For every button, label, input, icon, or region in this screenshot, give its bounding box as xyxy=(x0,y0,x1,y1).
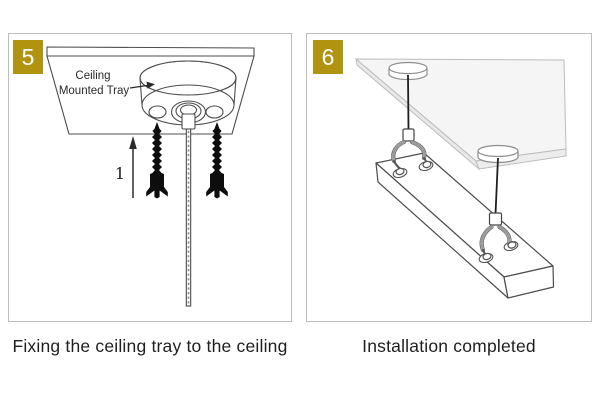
step5-illustration: 1 Ceiling Mounted Tray xyxy=(46,46,255,307)
steel-cable xyxy=(185,128,192,307)
step6-panel xyxy=(306,33,592,322)
wire-loop-right xyxy=(479,224,517,261)
ceiling-tray-illustration xyxy=(139,60,237,130)
suspension-cable-right xyxy=(494,157,499,215)
tray-disc-right xyxy=(477,144,519,164)
hook-eyelet xyxy=(395,167,405,176)
hook-eyelet xyxy=(482,252,492,261)
direction-up-arrow xyxy=(129,136,137,198)
cable-grommet xyxy=(170,100,207,130)
step6-illustration xyxy=(354,57,567,299)
step5-panel: 1 Ceiling Mounted Tray xyxy=(8,33,292,322)
screw-icon xyxy=(146,122,168,199)
tray-hole-left xyxy=(148,105,167,119)
step6-number-badge: 6 xyxy=(313,40,343,74)
beam-end-face xyxy=(503,265,555,299)
cable-grip-right xyxy=(488,212,503,226)
cable-grip-left xyxy=(402,128,415,142)
tray-disc-left xyxy=(388,61,428,81)
hook-eyelet xyxy=(422,160,432,169)
callout-arrow xyxy=(129,81,155,89)
ceiling-slab xyxy=(354,57,567,171)
tray-label-line2: Mounted Tray xyxy=(59,85,130,97)
tray-callout: Ceiling Mounted Tray xyxy=(59,70,155,97)
suspension-cable-left xyxy=(407,74,410,131)
wire-loop-left xyxy=(391,139,432,176)
step5-caption: Fixing the ceiling tray to the ceiling xyxy=(12,336,288,356)
tray-hole-right xyxy=(205,105,224,119)
screws xyxy=(146,122,228,199)
step6-caption: Installation completed xyxy=(362,336,536,356)
tray-label-line1: Ceiling xyxy=(75,70,110,82)
step-marker-label: 1 xyxy=(115,164,125,183)
step5-number-badge: 5 xyxy=(13,40,43,74)
hook-eyelet xyxy=(507,241,517,249)
